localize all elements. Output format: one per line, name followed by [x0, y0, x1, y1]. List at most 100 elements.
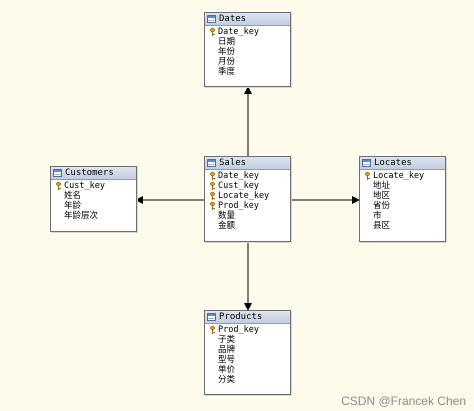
column-row[interactable]: Locate_key	[208, 191, 290, 201]
column-row[interactable]: 年份	[208, 47, 290, 57]
column-row[interactable]: 年龄	[54, 201, 136, 211]
column-name: 金额	[218, 221, 236, 231]
column-row[interactable]: 年龄层次	[54, 211, 136, 221]
key-slot	[208, 67, 218, 77]
key-slot	[208, 211, 218, 221]
column-row[interactable]: Prod_key	[208, 201, 290, 211]
key-slot	[54, 181, 64, 191]
column-name: Date_key	[218, 27, 259, 37]
column-name: 品牌	[218, 345, 236, 355]
column-row[interactable]: 县区	[363, 221, 445, 231]
column-name: 年龄层次	[64, 211, 99, 221]
column-row[interactable]: 市	[363, 211, 445, 221]
column-row[interactable]: 地址	[363, 181, 445, 191]
column-row[interactable]: Cust_key	[208, 181, 290, 191]
column-name: 年龄	[64, 201, 82, 211]
table-icon	[207, 15, 216, 23]
column-row[interactable]: 子类	[208, 335, 290, 345]
column-row[interactable]: 省份	[363, 201, 445, 211]
primary-key-icon	[209, 172, 216, 180]
key-slot	[208, 221, 218, 231]
column-row[interactable]: Date_key	[208, 171, 290, 181]
column-row[interactable]: 月份	[208, 57, 290, 67]
column-name: 分类	[218, 375, 236, 385]
key-slot	[208, 171, 218, 181]
key-slot	[54, 201, 64, 211]
table-header[interactable]: Sales	[205, 157, 290, 170]
column-name: Cust_key	[64, 181, 105, 191]
key-slot	[208, 181, 218, 191]
column-row[interactable]: 金额	[208, 221, 290, 231]
primary-key-icon	[209, 28, 216, 36]
key-slot	[208, 345, 218, 355]
key-slot	[363, 211, 373, 221]
column-name: 数量	[218, 211, 236, 221]
column-row[interactable]: 单价	[208, 365, 290, 375]
primary-key-icon	[55, 182, 62, 190]
table-title: Dates	[219, 14, 247, 24]
table-icon	[53, 169, 62, 177]
key-slot	[54, 211, 64, 221]
table-header[interactable]: Customers	[51, 167, 136, 180]
key-slot	[208, 325, 218, 335]
column-row[interactable]: Cust_key	[54, 181, 136, 191]
watermark: CSDN @Francek Chen	[341, 394, 466, 408]
table-icon	[207, 313, 216, 321]
column-row[interactable]: 数量	[208, 211, 290, 221]
table-title: Sales	[219, 158, 247, 168]
table-header[interactable]: Locates	[360, 157, 445, 170]
column-row[interactable]: 地区	[363, 191, 445, 201]
column-name: 月份	[218, 57, 236, 67]
column-name: 县区	[373, 221, 391, 231]
primary-key-icon	[209, 326, 216, 334]
key-slot	[208, 355, 218, 365]
column-row[interactable]: 型号	[208, 355, 290, 365]
column-name: 子类	[218, 335, 236, 345]
column-name: Date_key	[218, 171, 259, 181]
table-icon	[362, 159, 371, 167]
table-header[interactable]: Dates	[205, 13, 290, 26]
key-slot	[363, 221, 373, 231]
key-slot	[208, 47, 218, 57]
column-row[interactable]: Date_key	[208, 27, 290, 37]
column-row[interactable]: 姓名	[54, 191, 136, 201]
key-slot	[208, 335, 218, 345]
primary-key-icon	[364, 172, 371, 180]
key-slot	[363, 171, 373, 181]
table-title: Locates	[374, 158, 412, 168]
table-title: Customers	[65, 168, 114, 178]
column-row[interactable]: 季度	[208, 67, 290, 77]
key-slot	[208, 191, 218, 201]
column-name: 地区	[373, 191, 391, 201]
column-row[interactable]: 分类	[208, 375, 290, 385]
column-row[interactable]: Prod_key	[208, 325, 290, 335]
column-name: Cust_key	[218, 181, 259, 191]
key-slot	[208, 27, 218, 37]
key-slot	[208, 365, 218, 375]
primary-key-icon	[209, 182, 216, 190]
column-row[interactable]: Locate_key	[363, 171, 445, 181]
key-slot	[208, 57, 218, 67]
key-slot	[208, 375, 218, 385]
column-name: 年份	[218, 47, 236, 57]
column-name: 省份	[373, 201, 391, 211]
table-header[interactable]: Products	[205, 311, 290, 324]
column-row[interactable]: 品牌	[208, 345, 290, 355]
table-title: Products	[219, 312, 263, 322]
column-name: 单价	[218, 365, 236, 375]
key-slot	[208, 37, 218, 47]
key-slot	[363, 181, 373, 191]
column-name: 地址	[373, 181, 391, 191]
column-row[interactable]: 日期	[208, 37, 290, 47]
